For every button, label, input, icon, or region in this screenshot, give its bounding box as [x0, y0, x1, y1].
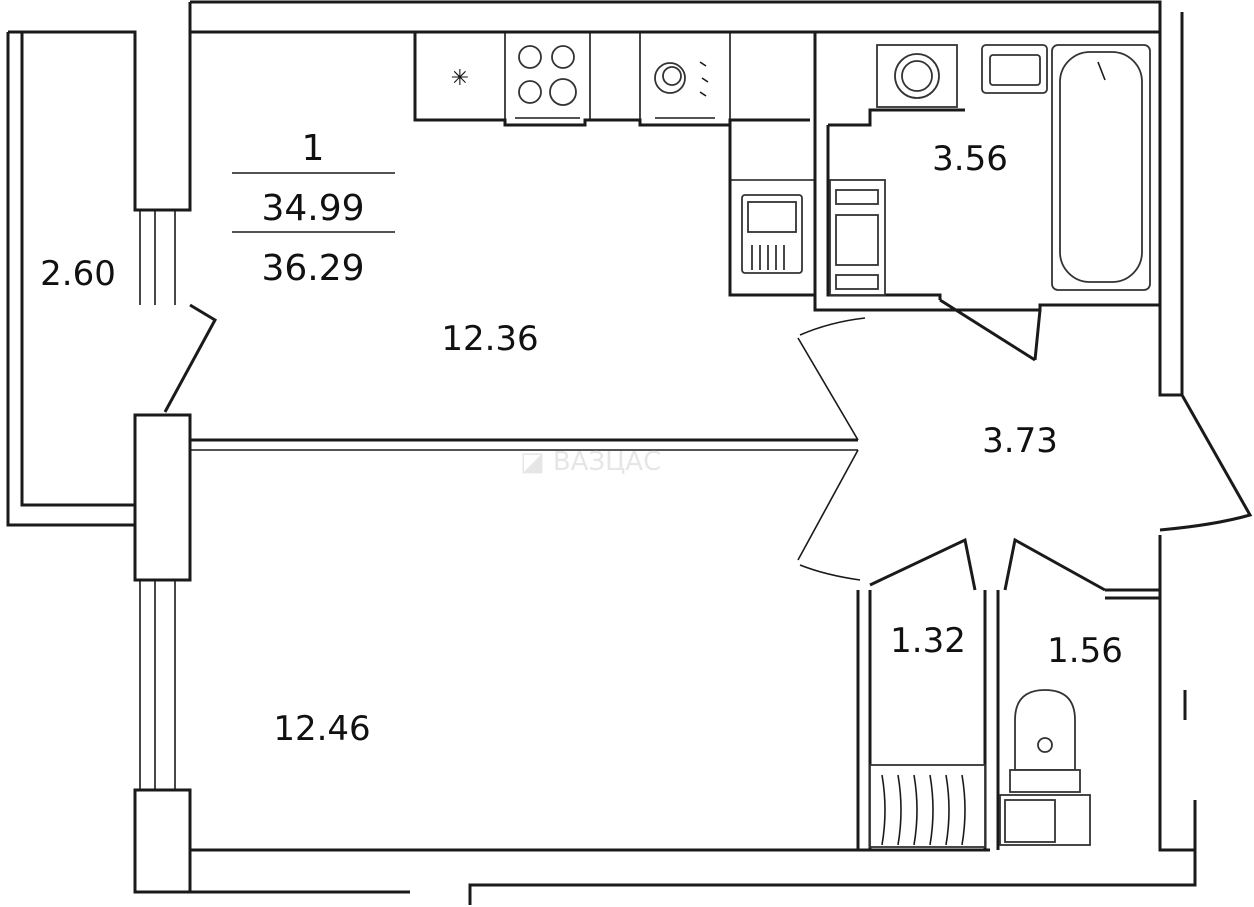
total-area: 36.29 — [261, 248, 364, 289]
bathtub-icon — [1051, 44, 1151, 291]
cooktop-icon — [515, 45, 580, 119]
wardrobe-icon — [869, 764, 986, 848]
summary-legend: 1 34.99 36.29 — [232, 128, 395, 289]
watermark: ◪ ВАЗЦАС — [520, 447, 661, 477]
rooms-count: 1 — [302, 128, 325, 169]
hallway-area: 3.73 — [982, 421, 1058, 461]
doors — [163, 298, 1253, 592]
bedroom-area: 12.46 — [273, 709, 370, 749]
fridge-icon: ✳ — [451, 66, 469, 91]
sink-icon — [741, 194, 803, 274]
balcony-area: 2.60 — [40, 254, 116, 294]
kitchen-area: 12.36 — [441, 319, 538, 359]
cabinet-icon — [829, 179, 886, 296]
toilet-area: 1.56 — [1047, 631, 1123, 671]
living-area: 34.99 — [261, 188, 364, 229]
washbasin-icon — [981, 44, 1048, 94]
closet-area: 1.32 — [890, 621, 966, 661]
dishwasher-icon — [654, 61, 715, 119]
washing-machine-icon — [876, 44, 958, 108]
svg-text:✳: ✳ — [451, 66, 469, 91]
bathroom-area: 3.56 — [932, 139, 1008, 179]
toilet-icon — [999, 689, 1091, 846]
